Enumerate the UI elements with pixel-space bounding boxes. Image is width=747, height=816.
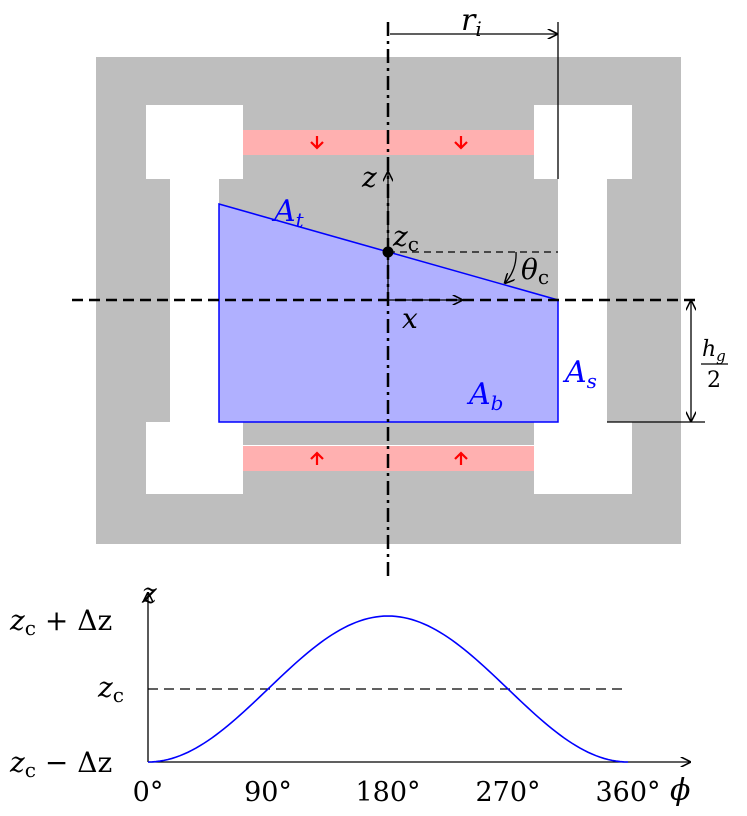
x-axis-label-phi: ϕ [670,773,690,808]
x-tick-label: 360° [595,777,660,808]
Ab-label: Ab [466,377,503,415]
ri-label: ri [461,3,482,41]
theta-label: θc [521,253,549,289]
z-vs-phi-chart: 0° 90° 180° 270° 360° z ϕ zc + Δz zc zc − Δz [9,577,690,808]
y-tick-mid: zc [97,671,124,707]
arrow-down-2 [454,136,468,150]
theta-arc [505,251,517,283]
x-tick-label: 0° [133,777,164,808]
z-curve [147,615,629,763]
x-tick-label: 270° [475,777,540,808]
x-tick-labels: 0° 90° 180° 270° 360° [133,777,661,808]
As-label: As [562,355,597,393]
hg-numerator: hg [702,337,726,365]
y-axis-label: z [141,577,157,610]
arrow-down-1 [310,136,324,150]
magnet-arrows [310,136,468,465]
x-tick-label: 90° [244,777,292,808]
At-label: At [271,194,305,232]
core-body [96,57,681,544]
y-tick-high: zc + Δz [9,604,112,640]
x-tick-label: 180° [355,777,420,808]
zc-point [382,246,394,258]
z-axis-label: z [361,161,377,194]
magnetic-core-diagram: ri z x zc θc At Ab As hg 2 [72,3,728,580]
zc-label: zc [392,220,419,256]
y-tick-low: zc − Δz [9,746,112,782]
x-axis-label: x [402,302,418,335]
hg-denominator: 2 [707,368,721,393]
arrow-up-1 [310,451,324,465]
arrow-up-2 [454,451,468,465]
